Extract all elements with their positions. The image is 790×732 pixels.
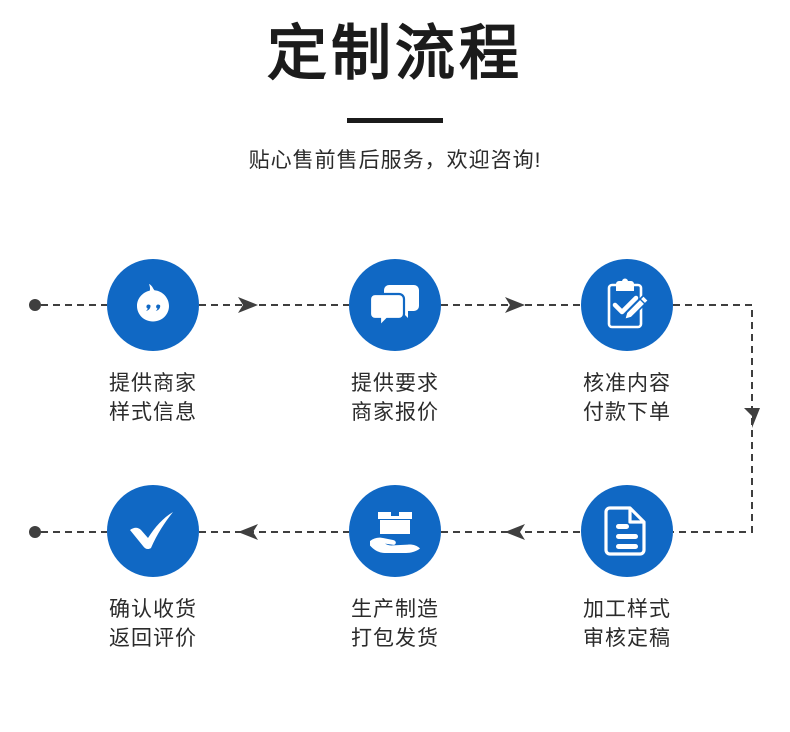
- flow-step-3-label: 核准内容 付款下单: [583, 372, 671, 424]
- checkmark-icon: [127, 508, 179, 554]
- flow-step-4-label: 确认收货 返回评价: [109, 598, 197, 650]
- flow-start-dot-top: [29, 299, 41, 311]
- flow-step-5-circle[interactable]: [349, 485, 441, 577]
- flow-step-5[interactable]: 生产制造 打包发货: [305, 485, 485, 653]
- process-flow-diagram: 提供商家 样式信息 提供要求 商家报价: [0, 230, 790, 680]
- flow-step-5-label: 生产制造 打包发货: [351, 598, 439, 650]
- page-subtitle: 贴心售前售后服务，欢迎咨询!: [248, 149, 542, 172]
- document-lines-icon: [604, 504, 650, 558]
- flow-step-2-circle[interactable]: [349, 259, 441, 351]
- face-emoji-icon: [128, 280, 178, 330]
- flow-step-2[interactable]: 提供要求 商家报价: [305, 259, 485, 427]
- page-header: 定制流程 贴心售前售后服务，欢迎咨询!: [0, 0, 790, 175]
- hand-holding-box-icon: [368, 507, 422, 555]
- flow-step-1-label: 提供商家 样式信息: [109, 372, 197, 424]
- flow-step-4-circle[interactable]: [107, 485, 199, 577]
- clipboard-check-pencil-icon: [602, 278, 652, 332]
- arrowhead-down-step3-step6: [744, 408, 760, 428]
- flow-end-dot-bottom: [29, 526, 41, 538]
- chat-bubbles-icon: [369, 282, 421, 328]
- flow-step-6[interactable]: 加工样式 审核定稿: [537, 485, 717, 653]
- flow-step-2-label: 提供要求 商家报价: [351, 372, 439, 424]
- flow-step-6-circle[interactable]: [581, 485, 673, 577]
- page-title: 定制流程: [267, 20, 523, 87]
- title-divider: [347, 118, 443, 123]
- flow-step-4[interactable]: 确认收货 返回评价: [63, 485, 243, 653]
- flow-step-1-circle[interactable]: [107, 259, 199, 351]
- flow-step-6-label: 加工样式 审核定稿: [583, 598, 671, 650]
- arrowhead-left-step6-step5: [505, 524, 525, 540]
- flow-step-1[interactable]: 提供商家 样式信息: [63, 259, 243, 427]
- arrowhead-right-step2-step3: [505, 297, 525, 313]
- flow-step-3[interactable]: 核准内容 付款下单: [537, 259, 717, 427]
- flow-step-3-circle[interactable]: [581, 259, 673, 351]
